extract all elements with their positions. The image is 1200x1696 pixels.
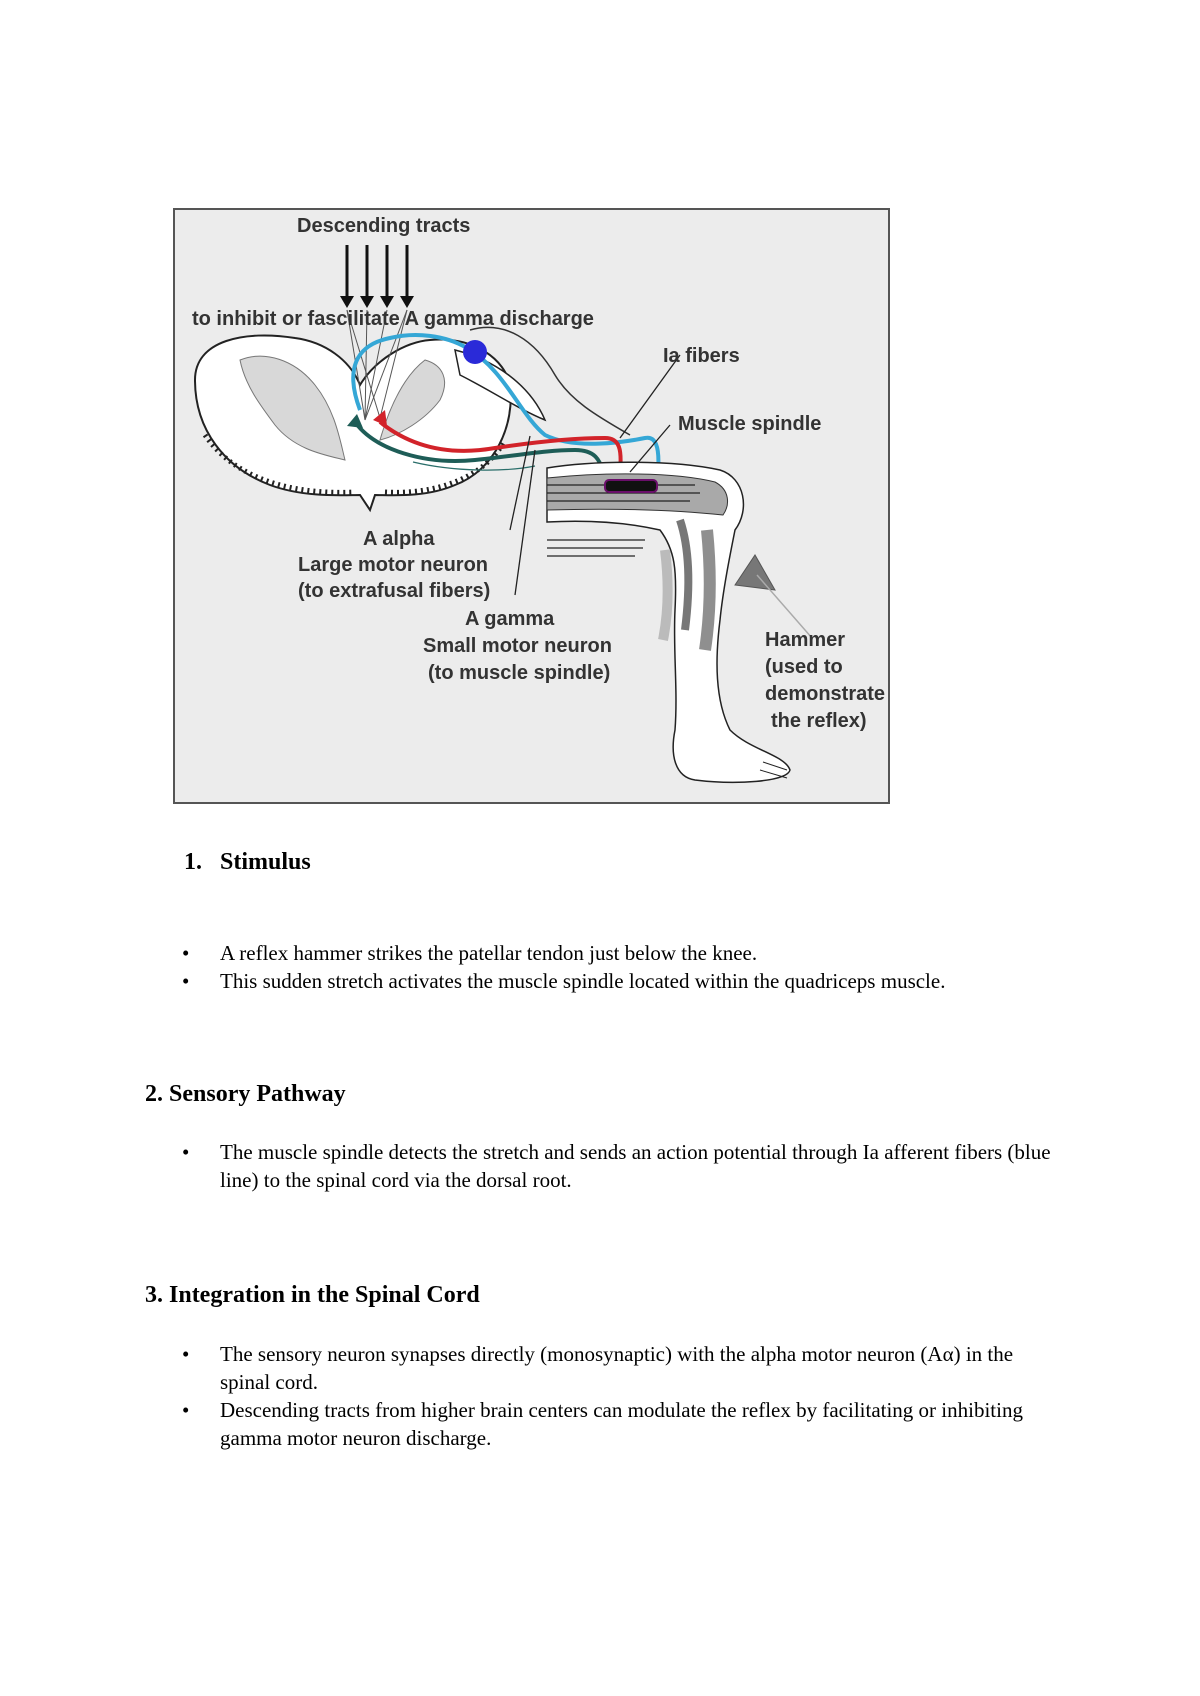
label-muscle-spindle: Muscle spindle	[678, 413, 821, 435]
list-item: This sudden stretch activates the muscle…	[174, 967, 1054, 995]
leg-illustration	[546, 461, 791, 784]
label-alpha-3: (to extrafusal fibers)	[298, 580, 490, 602]
label-hammer-3: demonstrate	[765, 683, 885, 705]
label-ia-fibers: Ia fibers	[663, 345, 740, 367]
section-3-heading: 3. Integration in the Spinal Cord	[145, 1282, 480, 1308]
section-3-list: The sensory neuron synapses directly (mo…	[174, 1340, 1054, 1452]
spinal-cord-section	[193, 334, 547, 513]
ia-cell-body	[463, 340, 487, 364]
reflex-arc-diagram: Descending tracts to inhibit or fascilit…	[173, 208, 890, 804]
label-hammer-1: Hammer	[765, 629, 845, 651]
section-2-list: The muscle spindle detects the stretch a…	[174, 1138, 1054, 1194]
label-gamma-3: (to muscle spindle)	[428, 662, 610, 684]
alpha-fiber-path	[378, 420, 623, 473]
label-hammer-2: (used to	[765, 656, 843, 678]
section-1-heading: 1. Stimulus	[184, 849, 311, 876]
list-item: A reflex hammer strikes the patellar ten…	[174, 939, 1054, 967]
alpha-neuron-body	[373, 410, 387, 426]
section-1-title: Stimulus	[220, 849, 311, 875]
list-item: The muscle spindle detects the stretch a…	[174, 1138, 1054, 1194]
label-alpha-2: Large motor neuron	[298, 554, 488, 576]
hammer-illustration	[734, 554, 813, 639]
label-gamma-1: A gamma	[465, 608, 555, 630]
dorsal-root-outline	[469, 326, 631, 436]
label-alpha-1: A alpha	[363, 528, 435, 550]
section-1-list: A reflex hammer strikes the patellar ten…	[174, 939, 1054, 995]
label-hammer-4: the reflex)	[771, 710, 867, 732]
leader-lines	[509, 354, 681, 596]
list-item: Descending tracts from higher brain cent…	[174, 1396, 1054, 1452]
descending-arrows	[340, 245, 414, 308]
list-item: The sensory neuron synapses directly (mo…	[174, 1340, 1054, 1396]
gamma-neuron-body	[347, 414, 363, 428]
label-gamma-2: Small motor neuron	[423, 635, 612, 657]
ia-fiber-path	[351, 333, 661, 473]
section-2-heading: 2. Sensory Pathway	[145, 1081, 346, 1107]
diagram-canvas: Descending tracts to inhibit or fascilit…	[192, 215, 885, 784]
label-descending-tracts: Descending tracts	[297, 215, 470, 237]
label-inhibit-facilitate: to inhibit or fascilitate A gamma discha…	[192, 308, 594, 330]
gamma-fiber-path	[353, 420, 605, 473]
section-1-number: 1.	[184, 849, 202, 875]
muscle-spindle-shape	[604, 479, 658, 493]
